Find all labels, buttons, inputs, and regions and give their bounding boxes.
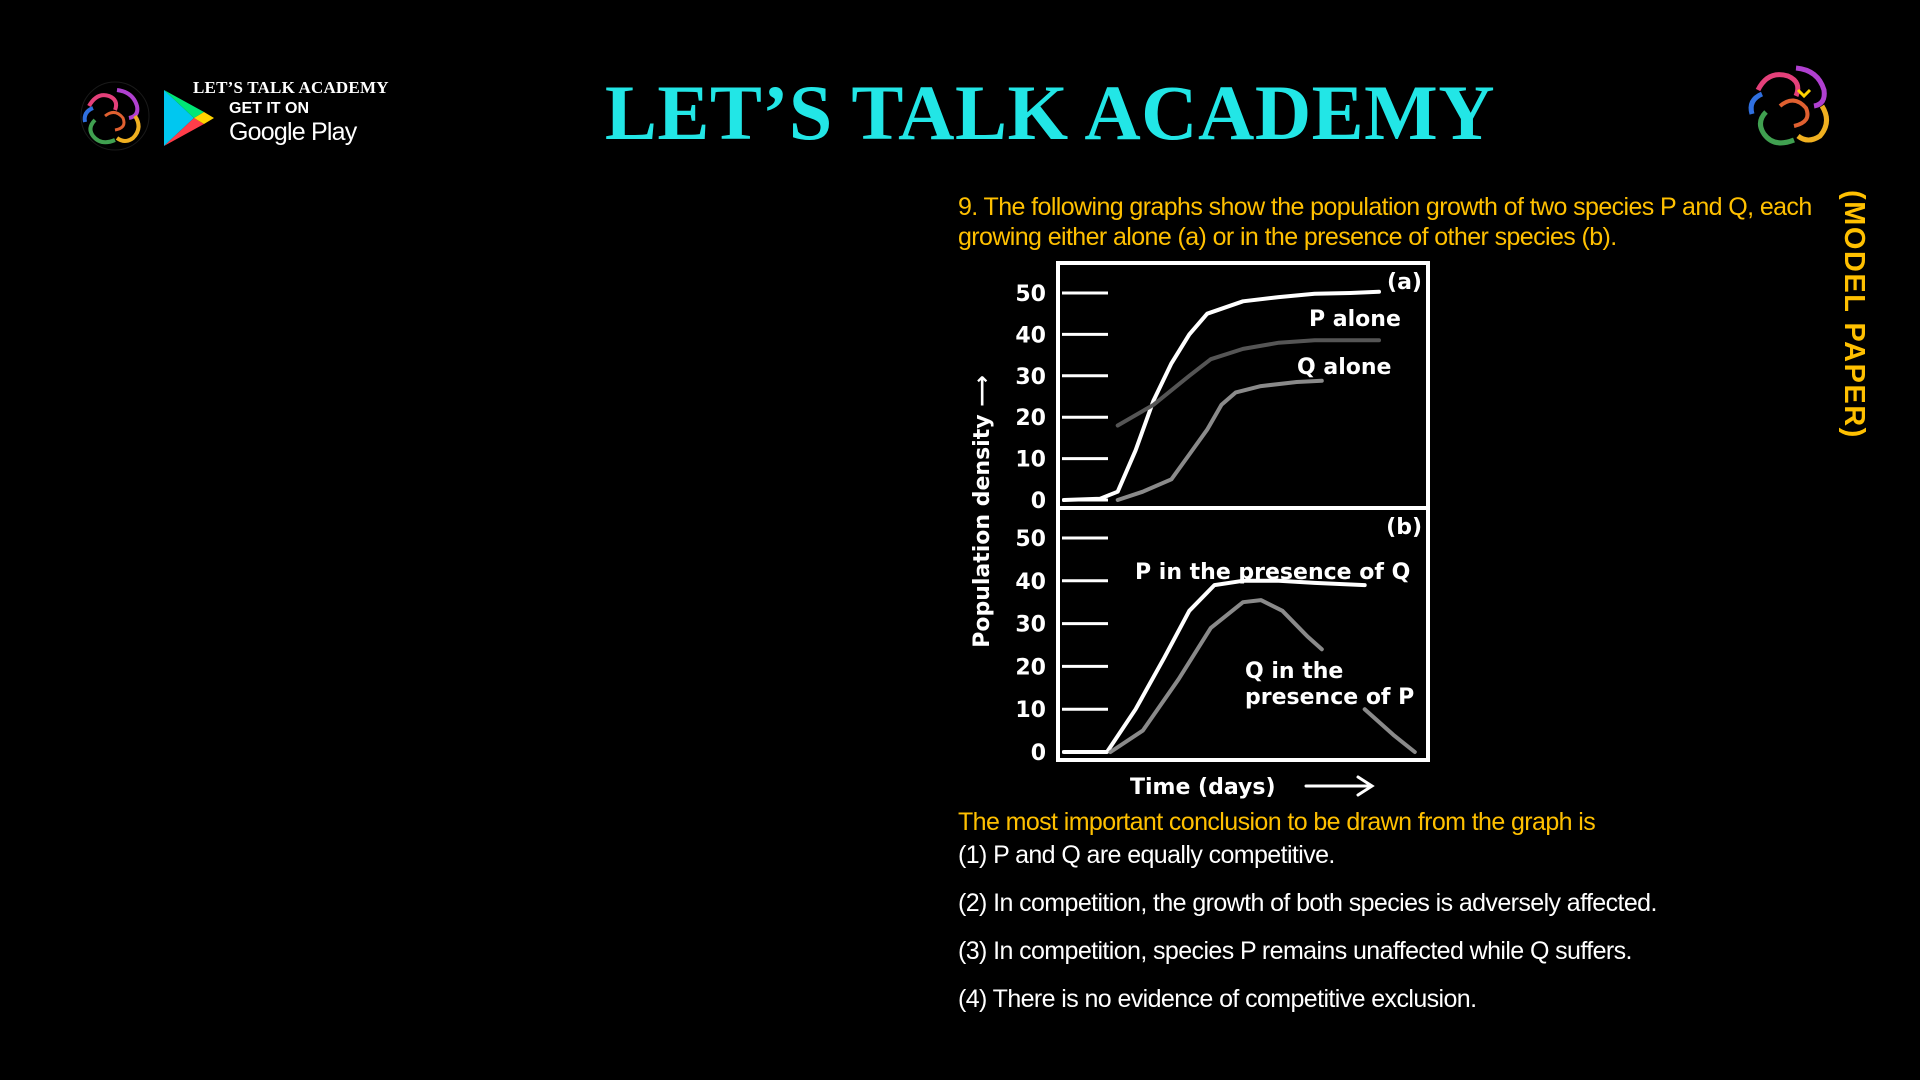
- x-axis-arrow-icon: [1304, 775, 1375, 797]
- get-it-on-label: GET IT ON: [229, 100, 309, 117]
- y-tick-label: 10: [1015, 698, 1046, 723]
- option-1[interactable]: (1) P and Q are equally competitive.: [958, 841, 1335, 869]
- option-4[interactable]: (4) There is no evidence of competitive …: [958, 985, 1477, 1013]
- y-tick-label: 20: [1015, 406, 1046, 431]
- model-paper-tag: (MODEL PAPER): [1838, 190, 1870, 439]
- y-tick-label: 10: [1015, 448, 1046, 473]
- protein-structure-logo-icon: [1748, 65, 1829, 146]
- google-play-icon: [164, 90, 214, 146]
- google-play-label: Google Play: [229, 118, 357, 146]
- y-tick-label: 20: [1015, 655, 1046, 680]
- app-promo[interactable]: LET’S TALK ACADEMY GET IT ON Google Play: [75, 76, 415, 156]
- series-line: [1108, 598, 1324, 754]
- series-line: [1115, 378, 1324, 502]
- y-tick-label: 30: [1015, 365, 1046, 390]
- y-tick-label: 50: [1015, 282, 1046, 307]
- y-tick-label: 50: [1015, 527, 1046, 552]
- option-2[interactable]: (2) In competition, the growth of both s…: [958, 889, 1657, 917]
- series-line: [1062, 289, 1381, 502]
- question-text: 9. The following graphs show the populat…: [958, 193, 1812, 251]
- chart-frame: [1056, 261, 1430, 762]
- y-tick-label: 40: [1015, 323, 1046, 348]
- y-tick-label: 0: [1031, 741, 1046, 766]
- brand-small-text: LET’S TALK ACADEMY: [193, 78, 389, 97]
- series-line: [1062, 578, 1367, 754]
- y-tick-label: 30: [1015, 613, 1046, 638]
- series-label: Q alone: [1297, 355, 1391, 380]
- y-tick-label: 0: [1031, 489, 1046, 514]
- y-tick-label: 40: [1015, 570, 1046, 595]
- page-title: LET’S TALK ACADEMY: [604, 69, 1496, 156]
- y-axis-label: Population density ⟶: [970, 375, 995, 648]
- option-3[interactable]: (3) In competition, species P remains un…: [958, 937, 1632, 965]
- panel-label: (a): [1387, 270, 1422, 295]
- series-label: P in the presence of Q: [1135, 560, 1410, 585]
- series-label: P alone: [1309, 307, 1401, 332]
- protein-structure-logo-icon: [80, 81, 150, 151]
- series-line: [1115, 338, 1381, 428]
- question-stem: The most important conclusion to be draw…: [958, 808, 1596, 836]
- x-axis-label: Time (days): [1130, 775, 1276, 800]
- panel-label: (b): [1386, 515, 1422, 540]
- population-growth-chart: 0 10 20 30 40 50 (a) 0 10 20 30 40 50 (b) P alone Q alo…: [958, 255, 1448, 810]
- series-line: [1362, 707, 1417, 754]
